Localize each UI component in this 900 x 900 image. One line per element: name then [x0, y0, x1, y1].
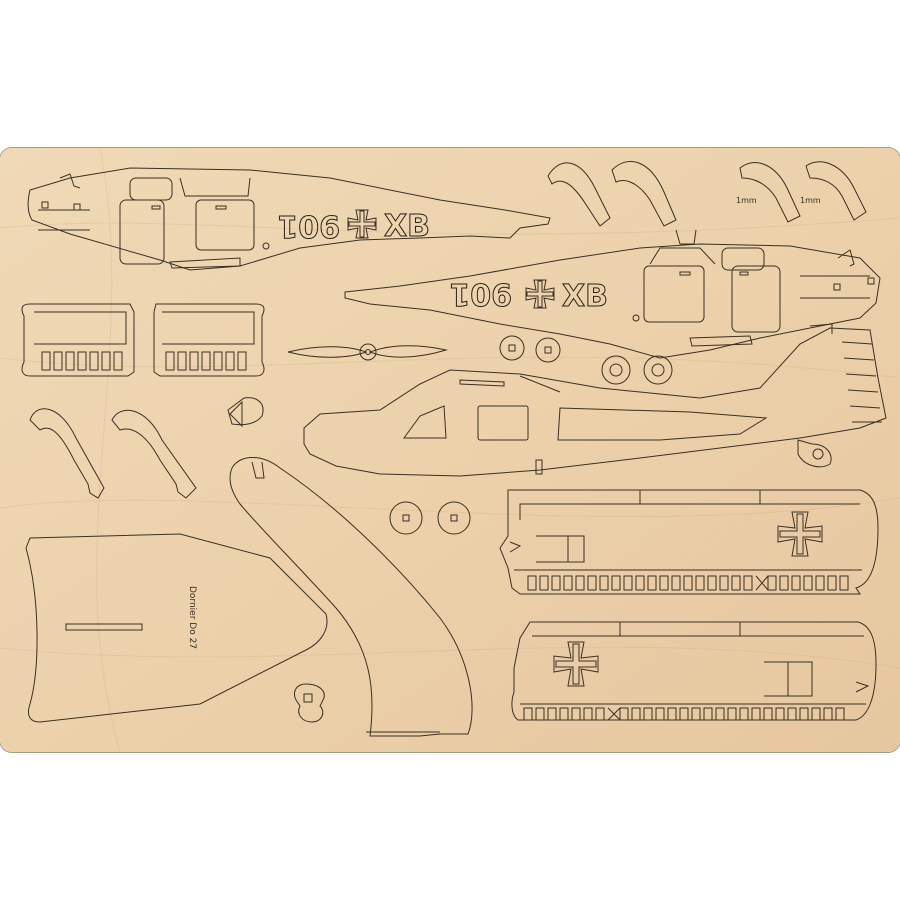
model-name-label: Dornier Do 27 — [187, 586, 197, 649]
fuselage-side-left: 901 XB — [27, 167, 551, 271]
wing-panel-lower — [511, 621, 877, 721]
plywood-sheet: 901 XB 1mm 1mm 901 XB — [0, 148, 900, 752]
registration-number-left: 901 — [277, 208, 340, 243]
wheel-icon — [389, 335, 673, 535]
wing-strut-pieces-top: 1mm 1mm — [547, 160, 867, 227]
thickness-label-1: 1mm — [736, 196, 757, 205]
display-stand-arm — [229, 457, 473, 737]
wing-strut-pieces-left — [29, 408, 197, 499]
fuselage-side-right: 901 XB — [344, 229, 881, 359]
thickness-label-2: 1mm — [800, 196, 821, 205]
registration-number-right: 901 — [449, 276, 512, 311]
tail-fairing-piece — [227, 397, 264, 428]
registration-prefix-right: XB — [562, 279, 608, 314]
tail-plane-halves — [21, 303, 265, 377]
display-stand-base: Dornier Do 27 — [25, 533, 328, 723]
wing-panel-upper — [499, 489, 879, 595]
fuselage-top-view — [303, 323, 887, 477]
registration-prefix-left: XB — [384, 209, 430, 244]
propeller-icon — [287, 343, 448, 361]
mounting-clip — [293, 683, 325, 723]
